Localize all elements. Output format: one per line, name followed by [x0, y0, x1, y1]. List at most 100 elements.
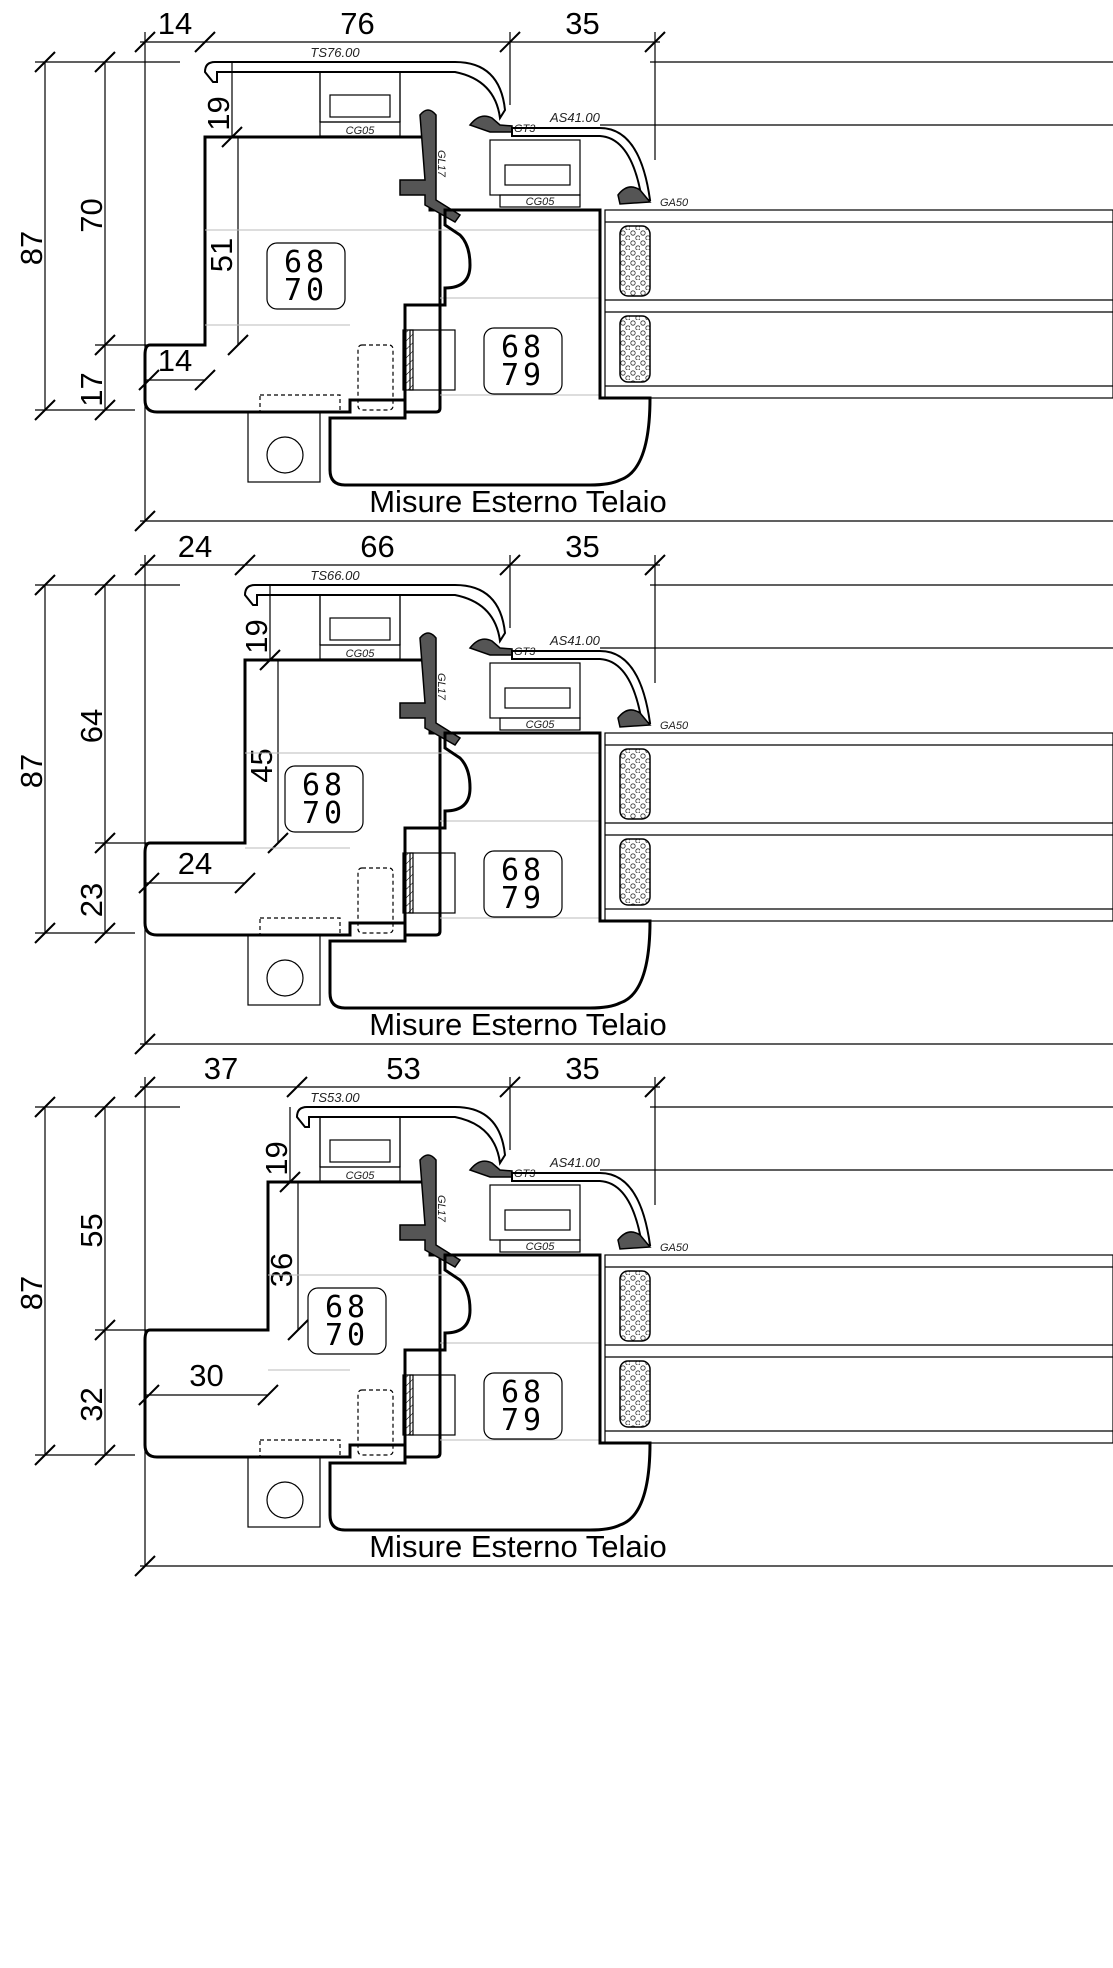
gasket-gt3: [468, 638, 513, 656]
hinge-pin: [266, 959, 304, 997]
glazing-panel: [604, 732, 1113, 922]
sash-chamber: [489, 1184, 581, 1241]
caption-label: Misure Esterno Telaio: [369, 1529, 667, 1564]
gasket-gt3: [468, 1160, 513, 1178]
badge-sash-bottom: 79: [501, 881, 545, 916]
frame-profile-outline: [143, 658, 442, 937]
left-dimension-upper: 64: [74, 709, 109, 743]
badge-frame-bottom: 70: [302, 796, 346, 831]
label-cg05: CG05: [346, 648, 376, 660]
top-dimension-1: 37: [204, 1051, 238, 1086]
profile-code-label: TS66.00: [310, 568, 360, 583]
top-dimension-2: 76: [340, 6, 374, 41]
hinge-body: [247, 1456, 321, 1528]
dimension-tick: [279, 1171, 301, 1193]
left-dimension-lower: 32: [74, 1387, 109, 1421]
sash-screw-head: [504, 1209, 571, 1231]
gasket-cg05-sash: [499, 1239, 581, 1253]
glazing-panel: [604, 209, 1113, 399]
sash-core: [409, 329, 456, 391]
label-ga50: GA50: [660, 1242, 689, 1254]
lock-keep: [357, 1389, 394, 1456]
label-gl17: GL17: [435, 150, 447, 178]
badge-frame-top: 68: [325, 1290, 369, 1325]
badge-sash-box: [483, 850, 563, 918]
frame-profile-outline: [143, 135, 442, 414]
gasket-cg05-sash: [499, 717, 581, 731]
label-as41: AS41.00: [549, 1155, 601, 1170]
sash-profile-outline: [328, 1253, 652, 1532]
badge-frame-top: 68: [302, 768, 346, 803]
left-dimension-overall: 87: [14, 231, 49, 265]
dimension-tick: [194, 31, 216, 53]
top-dimension-1: 14: [158, 6, 192, 41]
spacer-foam-top: [619, 748, 651, 820]
dimension-tick: [94, 1444, 116, 1466]
dimension-tick: [134, 1033, 156, 1055]
glazing-panel: [604, 1254, 1113, 1444]
label-ga50: GA50: [660, 720, 689, 732]
gasket-ga50: [617, 186, 652, 205]
dimension-tick: [134, 510, 156, 532]
sash-hatch: [402, 329, 414, 391]
seal-gl17: [399, 1154, 462, 1268]
sash-profile-outline: [328, 731, 652, 1010]
left-dimension-upper: 70: [74, 198, 109, 232]
caption-label: Misure Esterno Telaio: [369, 484, 667, 519]
hinge-body: [247, 934, 321, 1006]
cover-profile-ts: [243, 584, 507, 644]
inner-dimension-wall: 36: [264, 1253, 299, 1287]
badge-sash-bottom: 79: [501, 358, 545, 393]
label-cg05: CG05: [346, 1170, 376, 1182]
left-dimension-upper: 55: [74, 1213, 109, 1247]
top-dimension-3: 35: [565, 529, 599, 564]
profile-chamber: [319, 594, 401, 646]
inner-dimension-wall: 45: [244, 748, 279, 782]
dimension-tick: [234, 554, 256, 576]
dimension-tick: [94, 1096, 116, 1118]
badge-sash-top: 68: [501, 1375, 545, 1410]
left-dimension-lower: 17: [74, 372, 109, 406]
label-as41: AS41.00: [549, 633, 601, 648]
lock-keep: [357, 344, 394, 411]
dimension-tick: [227, 334, 249, 356]
top-dimension-2: 53: [386, 1051, 420, 1086]
hinge-pin: [266, 1481, 304, 1519]
top-dimension-3: 35: [565, 1051, 599, 1086]
spacer-foam-top: [619, 1270, 651, 1342]
gasket-ga50: [617, 709, 652, 728]
label-as41: AS41.00: [549, 110, 601, 125]
dimension-tick: [259, 649, 281, 671]
top-dimension-3: 35: [565, 6, 599, 41]
sash-hatch: [402, 1374, 414, 1436]
hinge-plate: [259, 1439, 341, 1458]
spacer-foam-bottom: [619, 838, 651, 906]
spacer-foam-top: [619, 225, 651, 297]
screw-head: [329, 617, 391, 641]
sash-core: [409, 1374, 456, 1436]
badge-sash-top: 68: [501, 330, 545, 365]
badge-sash-box: [483, 1372, 563, 1440]
screw-head: [329, 1139, 391, 1163]
left-dimension-overall: 87: [14, 1276, 49, 1310]
badge-frame-box: [266, 242, 346, 310]
dimension-tick: [234, 872, 256, 894]
gasket-cg05: [319, 121, 401, 137]
label-cg05-sash: CG05: [526, 1241, 556, 1253]
hinge-pin: [266, 436, 304, 474]
badge-frame-top: 68: [284, 245, 328, 280]
label-cg05: CG05: [346, 125, 376, 137]
label-cg05-sash: CG05: [526, 719, 556, 731]
badge-frame-box: [284, 765, 364, 833]
sash-profile-outline: [328, 208, 652, 487]
label-gl17: GL17: [435, 1195, 447, 1223]
cover-profile-ts: [295, 1106, 507, 1166]
gasket-gt3: [468, 115, 513, 133]
seal-gl17: [399, 632, 462, 746]
hinge-body: [247, 411, 321, 483]
dimension-tick: [221, 126, 243, 148]
hinge-plate: [259, 917, 341, 936]
label-cg05-sash: CG05: [526, 196, 556, 208]
